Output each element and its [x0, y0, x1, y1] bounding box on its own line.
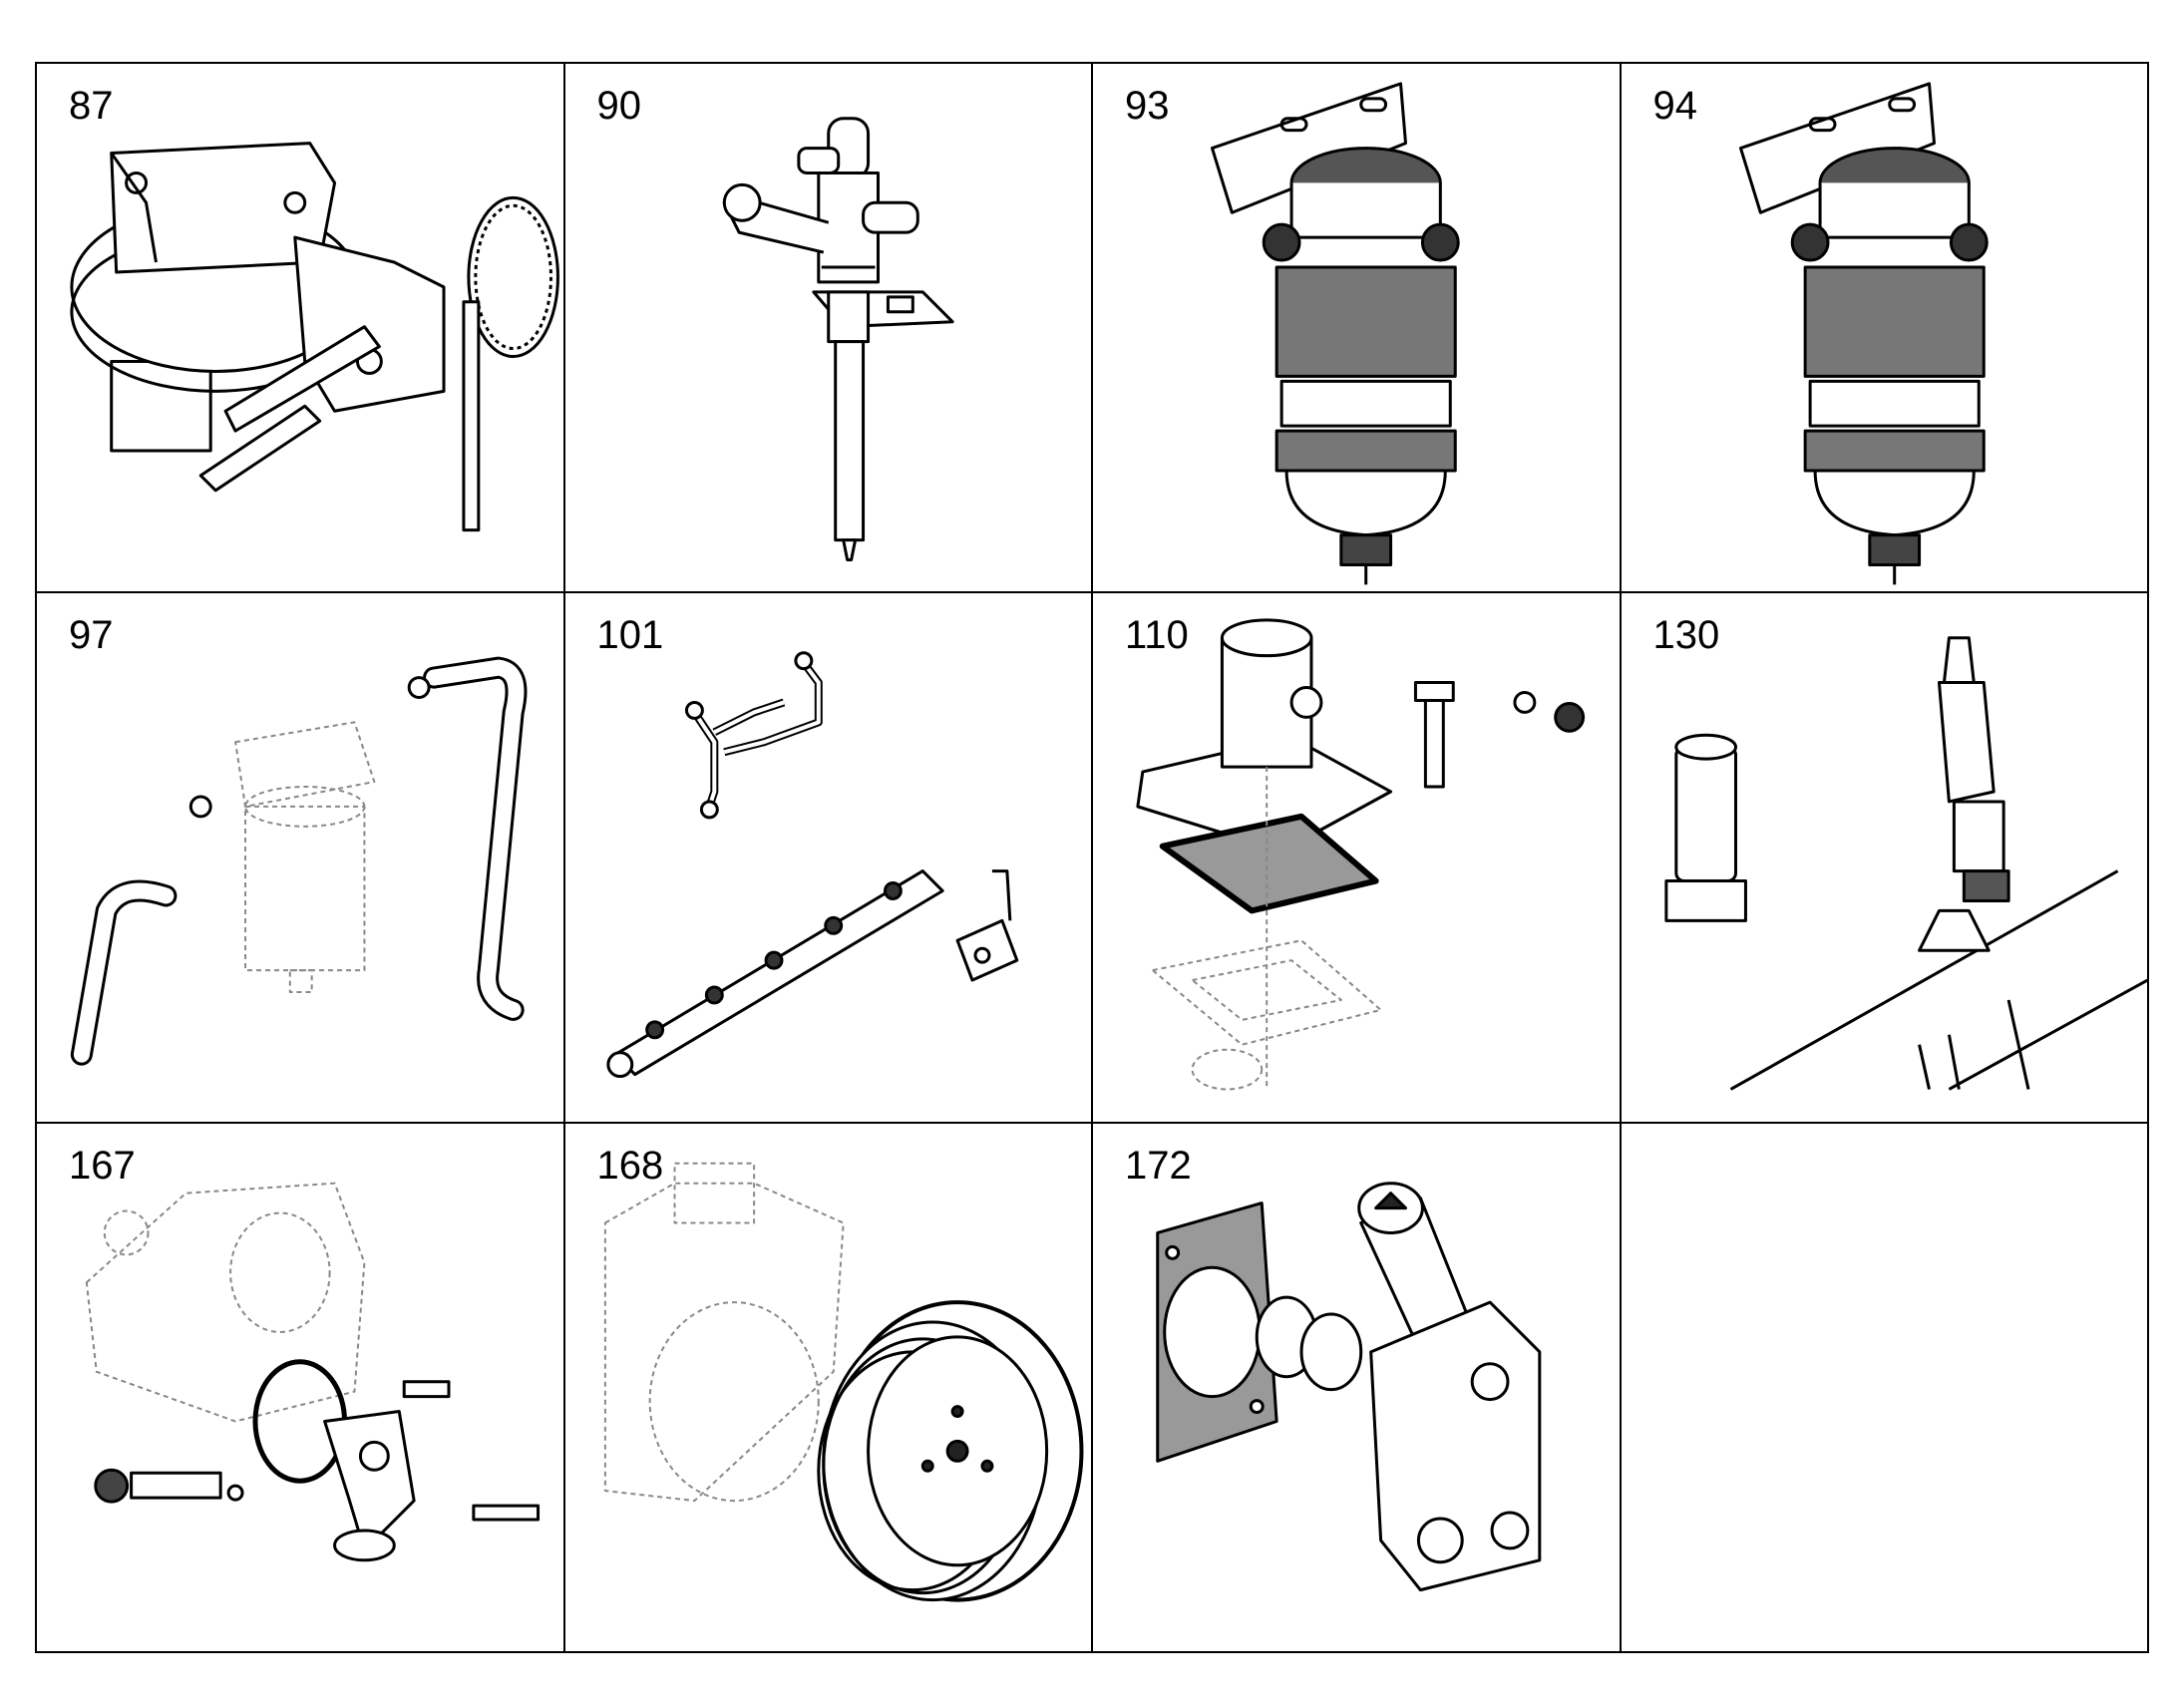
- fuel-lift-pump-icon: [37, 64, 563, 591]
- water-pump-pulley-icon: [565, 1124, 1092, 1651]
- part-cell-94[interactable]: 94: [1621, 64, 2149, 594]
- part-cell-168[interactable]: 168: [564, 1123, 1093, 1653]
- part-cell-172[interactable]: 172: [1093, 1123, 1622, 1653]
- part-number: 110: [1125, 613, 1189, 658]
- part-number: 97: [69, 613, 114, 658]
- part-cell-101[interactable]: 101: [564, 593, 1093, 1124]
- part-number: 167: [69, 1143, 136, 1188]
- part-number: 87: [69, 84, 114, 128]
- part-cell-90[interactable]: 90: [564, 64, 1093, 594]
- part-cell-97[interactable]: 97: [37, 593, 565, 1124]
- part-number: 90: [596, 84, 642, 128]
- coolant-outlet-housing-icon: [1093, 593, 1620, 1121]
- part-number: 130: [1652, 613, 1720, 658]
- common-rail-fuel-lines-icon: [565, 593, 1092, 1121]
- part-cell-87[interactable]: 87: [37, 64, 565, 594]
- fuel-injector-icon: [565, 64, 1092, 591]
- part-number: 101: [596, 613, 664, 658]
- part-number: 93: [1125, 84, 1170, 128]
- part-cell-93[interactable]: 93: [1093, 64, 1622, 594]
- fuel-filter-hose-icon: [37, 593, 563, 1121]
- part-number: 168: [596, 1143, 664, 1188]
- parts-grid: 87 90: [35, 62, 2149, 1653]
- fuel-filter-water-separator-icon: [1093, 64, 1620, 591]
- glow-plug-sensor-icon: [1622, 593, 2148, 1121]
- part-number: 172: [1125, 1143, 1192, 1188]
- part-cell-167[interactable]: 167: [37, 1123, 565, 1653]
- part-cell-130[interactable]: 130: [1621, 593, 2149, 1124]
- thermostat-housing-icon: [1093, 1124, 1620, 1651]
- fuel-filter-water-separator-icon: [1622, 64, 2148, 591]
- part-cell-110[interactable]: 110: [1093, 593, 1622, 1124]
- empty-cell: [1621, 1123, 2149, 1653]
- part-number: 94: [1652, 84, 1698, 128]
- water-outlet-elbow-icon: [37, 1124, 563, 1651]
